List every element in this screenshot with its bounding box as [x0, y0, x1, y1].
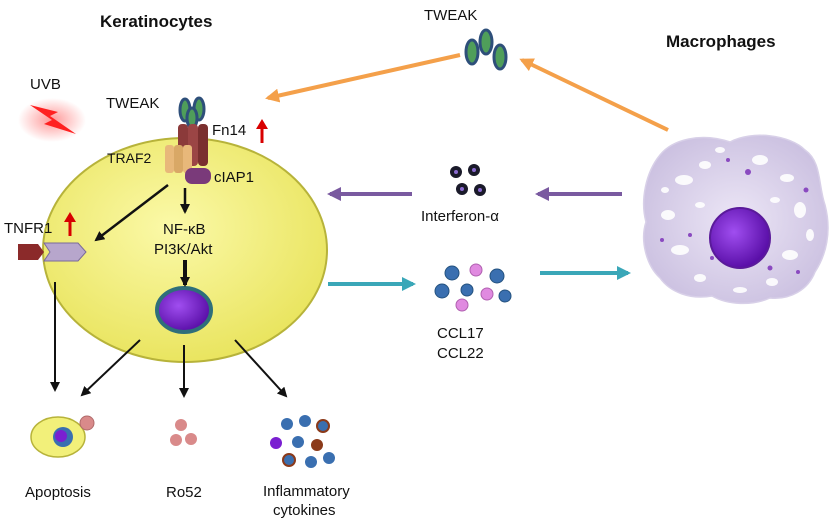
- keratinocytes-header: Keratinocytes: [100, 12, 212, 31]
- apoptotic-cell-icon: [30, 415, 95, 458]
- interferon-particles: [450, 164, 486, 196]
- tweak-top-label: TWEAK: [424, 7, 477, 24]
- interferon-label: Interferon-α: [421, 208, 499, 225]
- inflammatory-label-line2: cytokines: [273, 502, 336, 519]
- tnfr1-receptor: [18, 242, 87, 262]
- chemokine-particles: [434, 263, 512, 312]
- macrophage-nucleus: [709, 207, 771, 269]
- inflammatory-label-line1: Inflammatory: [263, 483, 350, 500]
- fn14-label: Fn14: [212, 122, 246, 139]
- arrow-to-tnfr1: [94, 184, 169, 242]
- arrow-cell-to-apoptosis: [80, 339, 141, 397]
- ccl17-label: CCL17: [437, 325, 484, 342]
- tweak-receptor-molecules: [178, 96, 206, 130]
- arrow-macrophage-to-tweak: [519, 58, 669, 132]
- nfkb-label: NF-κB: [163, 221, 206, 238]
- keratinocyte-nucleus: [155, 286, 213, 334]
- uvb-label: UVB: [30, 76, 61, 93]
- tweak-receptor-label: TWEAK: [106, 95, 159, 112]
- arrow-tweak-to-keratinocyte: [265, 53, 461, 103]
- ciap1-label: cIAP1: [214, 169, 254, 186]
- inflammatory-cytokines-particles: [270, 415, 335, 468]
- macrophages-header: Macrophages: [666, 32, 776, 51]
- pi3k-label: PI3K/Akt: [154, 241, 213, 258]
- ro52-particles: [170, 419, 197, 446]
- apoptosis-label: Apoptosis: [25, 484, 91, 501]
- ro52-label: Ro52: [166, 484, 202, 501]
- tnfr1-label: TNFR1: [4, 220, 52, 237]
- tnfr1-upregulated-arrow-icon: [64, 212, 76, 236]
- tweak-top-molecules: [464, 28, 508, 71]
- arrow-cell-to-cytokines: [234, 339, 288, 398]
- traf2-label: TRAF2: [107, 150, 152, 166]
- ciap1-protein: [185, 168, 211, 184]
- uvb-lightning-icon: [18, 98, 86, 142]
- ccl22-label: CCL22: [437, 345, 484, 362]
- traf2-adaptor: [165, 145, 192, 173]
- fn14-upregulated-arrow-icon: [256, 119, 268, 143]
